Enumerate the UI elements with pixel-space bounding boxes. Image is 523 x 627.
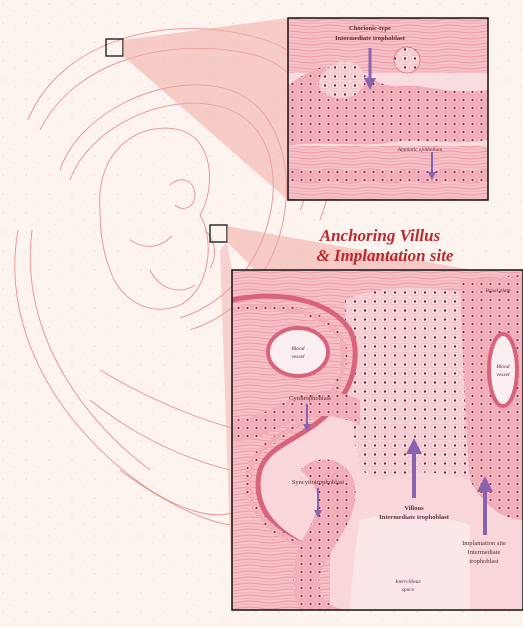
label-blood-vessel-left-line2: vessel	[291, 354, 305, 360]
title-line2: & Implantation site	[317, 246, 454, 265]
label-villous-line2: Intermediate trophoblast	[379, 514, 450, 521]
blood-vessel-right	[489, 334, 517, 406]
label-implantation-line1: Implantation site	[462, 540, 506, 547]
top-detail-panel	[288, 18, 488, 200]
label-intervillous-line2: space	[402, 587, 415, 593]
label-syncytiotrophoblast: Syncytiotrophoblast	[292, 479, 345, 486]
label-chorionic-line1: Chorionic-type	[349, 25, 391, 32]
title-line1: Anchoring Villus	[319, 226, 441, 245]
label-blood-vessel-right-line1: Blood	[496, 364, 509, 370]
label-implantation-line2: Intermediate	[468, 549, 501, 556]
label-villous-line1: Villous	[404, 505, 424, 512]
label-intervillous-line1: Intervillous	[394, 579, 420, 585]
label-chorionic-line2: Intermediate trophoblast	[335, 35, 406, 42]
label-amniotic: Amniotic epithelium	[397, 147, 442, 153]
label-implantation-line3: trophoblast	[469, 558, 498, 565]
label-cytotrophoblast: Cytotrophoblast	[289, 395, 331, 402]
label-basal-plate: Basal plate	[486, 288, 511, 294]
blood-vessel-left	[268, 328, 328, 376]
label-blood-vessel-left-line1: Blood	[291, 346, 304, 352]
label-blood-vessel-right-line2: vessel	[496, 372, 510, 378]
